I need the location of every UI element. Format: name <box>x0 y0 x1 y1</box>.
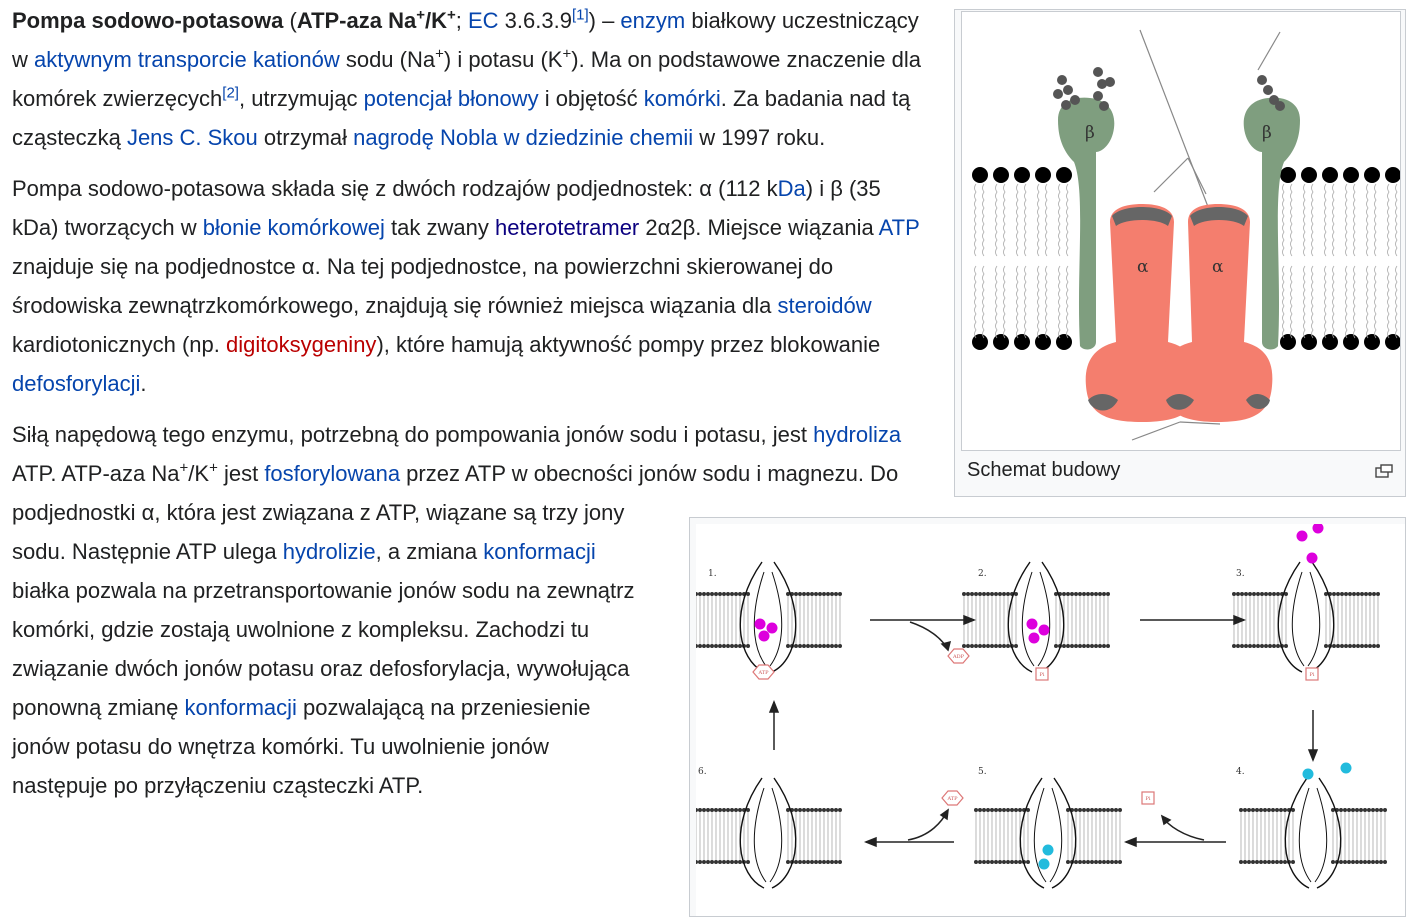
beta-subunit-left <box>1058 97 1115 350</box>
enzyme-link[interactable]: enzym <box>620 8 686 33</box>
step-2-label: 2. <box>978 569 987 579</box>
conformation-link-2[interactable]: konformacji <box>184 695 297 720</box>
step-1-label: 1. <box>708 569 717 579</box>
adp-badge-label: ADP <box>952 654 965 660</box>
heterotetramer-link[interactable]: heterotetramer <box>494 215 640 240</box>
pi-badge-label: Pi <box>1146 796 1151 802</box>
digitoxigenin-link[interactable]: digitoksygeniny <box>226 332 377 357</box>
molecule-labels: ATP ADP Pi Pi Pi ATP <box>757 654 1314 802</box>
atp-badge-label: ATP <box>757 670 769 676</box>
alpha-label: α <box>1137 257 1149 277</box>
beta-subunit-right <box>1243 97 1300 350</box>
lipid-bilayer <box>972 167 1401 350</box>
alpha-label: α <box>1212 257 1224 277</box>
hydrolysis-link-2[interactable]: hydrolizie <box>282 539 376 564</box>
pump-cycle-diagram: ATP ADP Pi Pi Pi ATP 1. 2. 3. 4. 5. 6. <box>694 522 1387 889</box>
mechanism-figure: ATP ADP Pi Pi Pi ATP 1. 2. 3. 4. 5. 6. <box>689 517 1406 917</box>
step-6-label: 6. <box>698 767 707 777</box>
enlarge-icon[interactable] <box>1375 464 1393 478</box>
paragraph-structure: Pompa sodowo-potasowa składa się z dwóch… <box>12 176 920 396</box>
step-4-label: 4. <box>1236 767 1245 777</box>
figure-caption: Schemat budowy <box>967 459 1121 481</box>
cycle-arrows <box>768 614 1319 848</box>
cycle-stages <box>694 522 1387 889</box>
pointer-lines <box>1131 29 1281 441</box>
article-content: β β α α Schemat budowy Pompa sodowo-pota… <box>12 0 1406 917</box>
atp-link[interactable]: ATP <box>878 215 920 240</box>
phosphorylated-link[interactable]: fosforylowana <box>264 461 401 486</box>
jens-skou-link[interactable]: Jens C. Skou <box>126 125 258 150</box>
dalton-link[interactable]: Da <box>777 176 806 201</box>
pi-badge-label: Pi <box>1040 672 1045 678</box>
ec-link[interactable]: EC <box>467 8 499 33</box>
molecule-badges <box>752 648 1319 806</box>
nobel-prize-link[interactable]: nagrodę Nobla w dziedzinie chemii <box>353 125 694 150</box>
cell-link[interactable]: komórki <box>643 86 721 111</box>
mechanism-image[interactable]: ATP ADP Pi Pi Pi ATP 1. 2. 3. 4. 5. 6. <box>694 522 1405 916</box>
dephosphorylation-link[interactable]: defosforylacji <box>12 371 141 396</box>
hydrolysis-link[interactable]: hydroliza <box>813 422 902 447</box>
step-numbers: 1. 2. 3. 4. 5. 6. <box>698 569 1245 777</box>
beta-label: β <box>1262 123 1272 143</box>
step-5-label: 5. <box>978 767 987 777</box>
paragraph-mechanism: Siłą napędową tego enzymu, potrzebną do … <box>12 422 902 798</box>
beta-label: β <box>1085 123 1095 143</box>
cations-link[interactable]: kationów <box>252 47 340 72</box>
step-3-label: 3. <box>1236 569 1245 579</box>
alpha-subunit-right <box>1161 204 1273 422</box>
steroids-link[interactable]: steroidów <box>777 293 872 318</box>
membrane-potential-link[interactable]: potencjał błonowy <box>363 86 539 111</box>
pi-badge-label: Pi <box>1310 672 1315 678</box>
glycan-chains <box>1053 67 1285 111</box>
conformation-link[interactable]: konformacji <box>483 539 596 564</box>
cell-membrane-link[interactable]: błonie komórkowej <box>202 215 385 240</box>
active-transport-link[interactable]: aktywnym transporcie <box>34 47 247 72</box>
atp-badge-label: ATP <box>946 796 958 802</box>
alpha-binding-sites <box>1088 207 1270 411</box>
pump-structure-diagram: β β α α <box>972 29 1401 441</box>
structure-image[interactable]: β β α α <box>961 11 1401 451</box>
structure-figure: β β α α Schemat budowy <box>954 9 1406 497</box>
reference-2-link[interactable]: [2] <box>222 84 239 102</box>
article-subject: Pompa sodowo-potasowa <box>12 8 284 33</box>
reference-1-link[interactable]: [1] <box>571 6 589 24</box>
paragraph-intro: Pompa sodowo-potasowa (ATP-aza Na+/K+; E… <box>12 6 922 150</box>
